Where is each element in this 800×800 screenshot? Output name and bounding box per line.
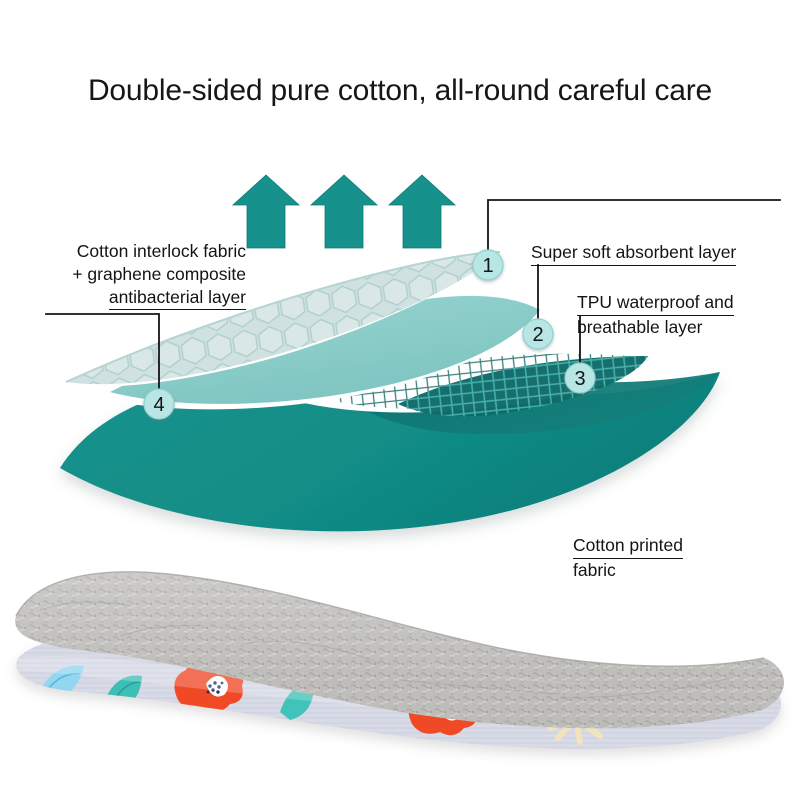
marker-4[interactable]: 4 bbox=[143, 388, 175, 420]
callout-line: breathable layer bbox=[577, 316, 703, 337]
up-arrow-icon bbox=[231, 174, 301, 249]
callout-line: Cotton interlock fabric bbox=[76, 241, 246, 261]
breathability-arrows bbox=[231, 174, 457, 249]
callout-tpu-waterproof: TPU waterproof and breathable layer bbox=[577, 291, 734, 339]
callout-cotton-printed-fabric: Cotton printed fabric bbox=[573, 534, 683, 582]
marker-1[interactable]: 1 bbox=[472, 249, 504, 281]
layer-2-absorbent bbox=[92, 293, 548, 410]
marker-4-label: 4 bbox=[153, 394, 164, 416]
leader-line-4 bbox=[45, 313, 160, 401]
leader-line-1 bbox=[487, 199, 781, 263]
layer-diagram: 1 2 3 4 bbox=[45, 174, 781, 532]
callout-line: fabric bbox=[573, 559, 616, 580]
callout-line-underlined: Super soft absorbent layer bbox=[531, 241, 737, 266]
callout-line-underlined: TPU waterproof and bbox=[577, 291, 734, 316]
page-title: Double-sided pure cotton, all-round care… bbox=[87, 74, 713, 107]
layer-markers: 1 2 3 4 bbox=[143, 249, 596, 420]
marker-2-label: 2 bbox=[532, 324, 543, 346]
callout-line-underlined: Cotton printed bbox=[573, 534, 683, 559]
callout-line-underlined: antibacterial layer bbox=[108, 286, 246, 311]
up-arrow-icon bbox=[309, 174, 379, 249]
callout-cotton-interlock: Cotton interlock fabric + graphene compo… bbox=[28, 240, 246, 311]
layer-1-graphene-honeycomb bbox=[58, 248, 506, 387]
marker-3-label: 3 bbox=[574, 368, 585, 390]
callout-line: + graphene composite bbox=[72, 263, 246, 284]
callout-super-soft-absorbent: Super soft absorbent layer bbox=[531, 241, 737, 266]
marker-2[interactable]: 2 bbox=[522, 318, 554, 350]
marker-3[interactable]: 3 bbox=[564, 362, 596, 394]
insole-product-photo bbox=[0, 540, 800, 800]
marker-1-label: 1 bbox=[482, 255, 493, 277]
up-arrow-icon bbox=[387, 174, 457, 249]
